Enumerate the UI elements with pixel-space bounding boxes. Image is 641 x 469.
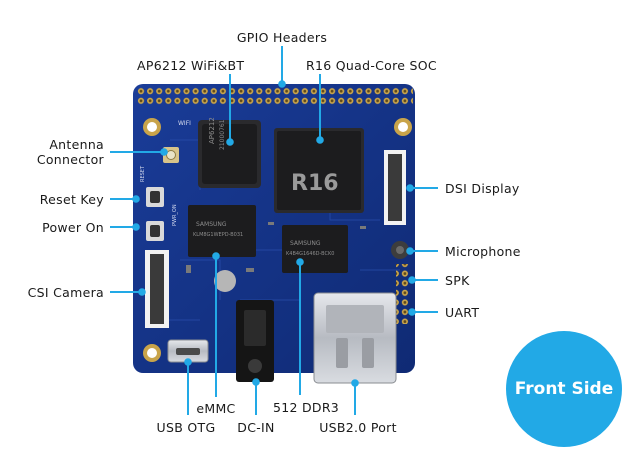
- label-spk: SPK: [445, 273, 470, 288]
- label-gpio-headers: GPIO Headers: [236, 30, 328, 45]
- emmc-chip-text-1: SAMSUNG: [196, 221, 227, 228]
- callout-lines: [110, 46, 438, 415]
- label-antenna-line1: Antenna: [49, 137, 104, 152]
- label-reset-key: Reset Key: [39, 192, 104, 207]
- ddr-chip: SAMSUNG K4B4G1646D-BCK0: [282, 225, 348, 273]
- soc-chip-text: R16: [291, 171, 339, 196]
- pwr-silk-text: PWR_ON: [172, 204, 178, 226]
- ddr-chip-text-2: K4B4G1646D-BCK0: [286, 251, 334, 257]
- wifi-silk-text: WIFI: [178, 120, 191, 127]
- label-microphone: Microphone: [445, 244, 521, 259]
- label-wifi-bt: AP6212 WiFi&BT: [137, 58, 245, 73]
- csi-connector: [145, 250, 169, 328]
- dc-in-jack: [236, 300, 274, 382]
- label-uart: UART: [445, 305, 480, 320]
- label-dc-in: DC-IN: [237, 420, 275, 435]
- usb2-port: [313, 292, 397, 384]
- front-side-text: Front Side: [514, 379, 614, 399]
- emmc-chip-text-2: KLM8G1WEPD-B031: [193, 232, 243, 238]
- gpio-header: [135, 87, 413, 107]
- label-antenna-line2: Connector: [36, 152, 104, 167]
- label-power-on: Power On: [42, 220, 104, 235]
- small-components: [186, 222, 366, 292]
- microphone-part: [391, 241, 409, 259]
- dsi-connector: [384, 150, 406, 225]
- ddr-chip-text-1: SAMSUNG: [290, 240, 321, 247]
- label-soc: R16 Quad-Core SOC: [306, 58, 437, 73]
- label-ddr3: 512 DDR3: [272, 400, 340, 415]
- front-side-badge: Front Side: [506, 331, 622, 447]
- emmc-chip: SAMSUNG KLM8G1WEPD-B031: [188, 205, 256, 257]
- wifi-chip-text-2: 21000761: [219, 119, 226, 150]
- power-button: PWR_ON: [146, 204, 178, 241]
- mounting-holes: [143, 118, 412, 362]
- label-emmc: eMMC: [196, 401, 236, 416]
- reset-silk-text: RESET: [140, 165, 146, 182]
- label-usb2-port: USB2.0 Port: [319, 420, 397, 435]
- reset-button: RESET: [140, 165, 164, 207]
- soc-chip: R16: [274, 128, 364, 213]
- side-pin-headers: [396, 264, 410, 324]
- label-usb-otg: USB OTG: [156, 420, 216, 435]
- wifi-module: AP6212 21000761: [198, 117, 261, 188]
- label-dsi-display: DSI Display: [445, 181, 520, 196]
- wifi-chip-text-1: AP6212: [208, 117, 216, 144]
- label-csi-camera: CSI Camera: [27, 285, 104, 300]
- usb-otg-port: [167, 339, 209, 363]
